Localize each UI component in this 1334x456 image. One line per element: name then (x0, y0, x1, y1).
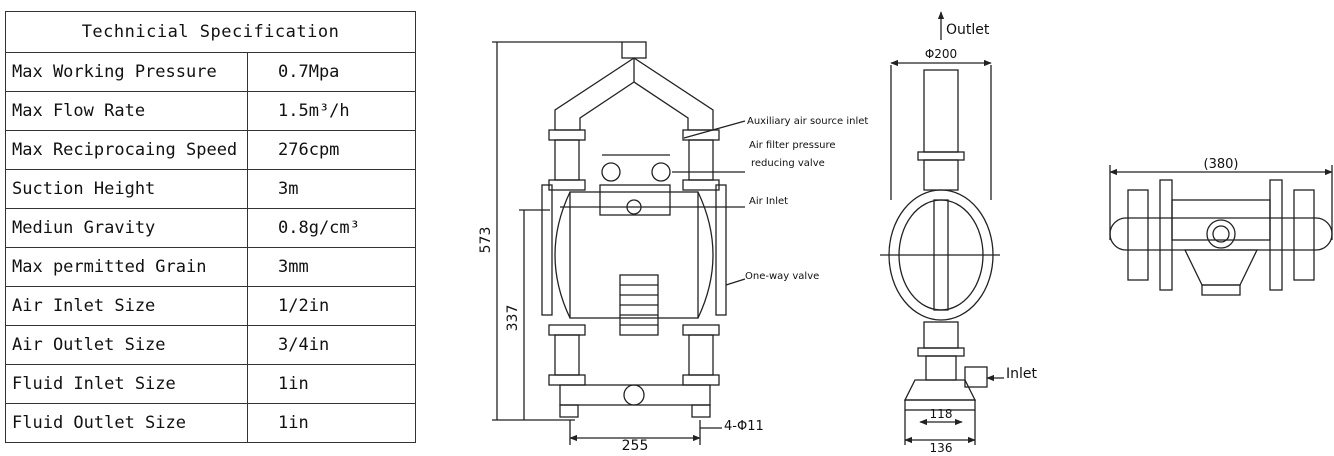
spec-value: 276cpm (246, 130, 417, 170)
dim-inlet-height-label: 337 (505, 305, 521, 332)
callout-aux-air: Auxiliary air source inlet (747, 116, 868, 127)
callout-air-inlet: Air Inlet (749, 196, 788, 207)
callout-one-way: One-way valve (745, 271, 819, 282)
spec-label: Suction Height (5, 169, 248, 209)
spec-label: Max permitted Grain (5, 247, 248, 287)
spec-label: Max Flow Rate (5, 91, 248, 131)
top-view (1109, 165, 1333, 296)
spec-value: 1.5m³/h (246, 91, 417, 131)
spec-value: 1/2in (246, 286, 417, 326)
spec-table: Technicial Specification Max Working Pre… (4, 11, 417, 443)
dim-outer-label: 136 (930, 441, 953, 455)
dim-diameter-label: Φ200 (925, 47, 957, 61)
spec-label: Air Outlet Size (5, 325, 248, 365)
inlet-label: Inlet (1006, 366, 1038, 382)
spec-label: Mediun Gravity (5, 208, 248, 248)
spec-value: 1in (246, 403, 417, 443)
dim-height-label: 573 (478, 227, 494, 254)
callout-filter-1: Air filter pressure (749, 140, 836, 151)
dim-inner-label: 118 (930, 407, 953, 421)
front-view (492, 41, 746, 445)
side-view (880, 11, 1004, 445)
spec-value: 3m (246, 169, 417, 209)
spec-label: Max Reciprocaing Speed (5, 130, 248, 170)
spec-value: 3/4in (246, 325, 417, 365)
spec-value: 0.8g/cm³ (246, 208, 417, 248)
dim-width-label: 255 (622, 438, 649, 454)
spec-label: Fluid Outlet Size (5, 403, 248, 443)
spec-label: Max Working Pressure (5, 52, 248, 92)
spec-table-title: Technicial Specification (4, 11, 417, 53)
spec-label: Air Inlet Size (5, 286, 248, 326)
top-dim-width-label: (380) (1204, 157, 1239, 172)
callout-filter-2: reducing valve (751, 158, 825, 169)
dim-holes-label: 4-Φ11 (724, 419, 764, 434)
outlet-label: Outlet (946, 22, 990, 38)
spec-value: 3mm (246, 247, 417, 287)
